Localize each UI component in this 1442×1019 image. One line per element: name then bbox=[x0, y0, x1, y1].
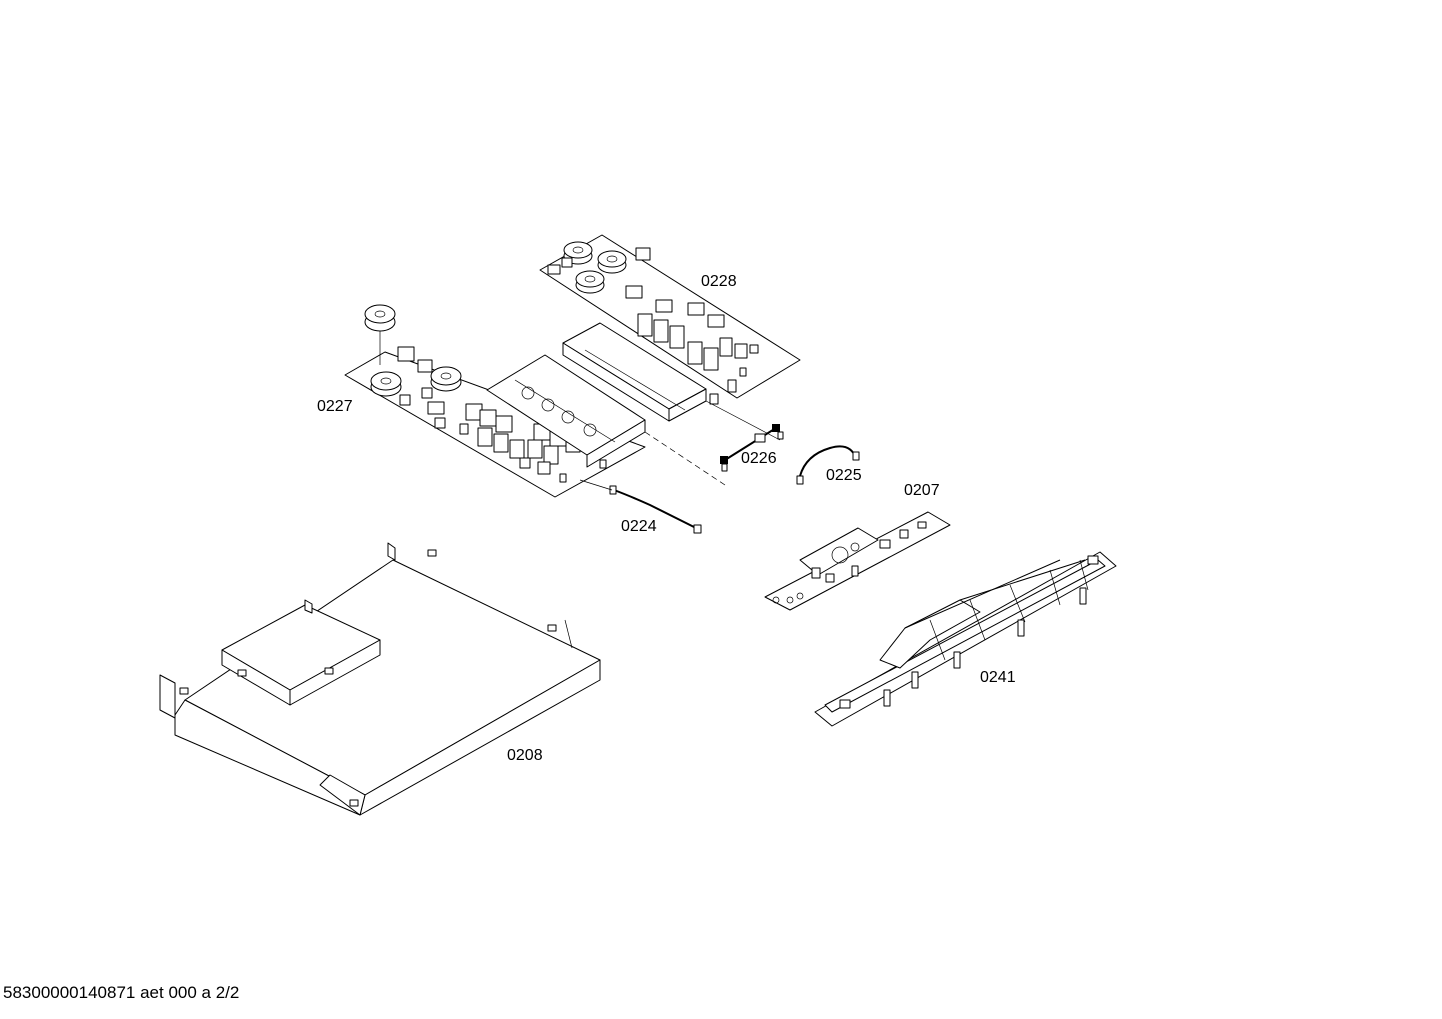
power-board-0228[interactable] bbox=[539, 234, 801, 422]
part-label-0228: 0228 bbox=[701, 273, 737, 290]
cable-0224[interactable] bbox=[579, 479, 702, 534]
power-board-0227[interactable] bbox=[344, 304, 646, 498]
part-label-0224: 0224 bbox=[621, 518, 657, 535]
tray-0208[interactable] bbox=[159, 542, 601, 816]
part-label-0225: 0225 bbox=[826, 467, 862, 484]
control-board-0207[interactable] bbox=[764, 511, 951, 611]
toroid-coil bbox=[563, 241, 627, 294]
toroid-coil bbox=[364, 304, 462, 397]
part-label-0227: 0227 bbox=[317, 398, 353, 415]
frame-0241[interactable] bbox=[814, 551, 1117, 727]
leader-line bbox=[705, 400, 781, 441]
part-label-0226: 0226 bbox=[741, 450, 777, 467]
drawing-reference-footer: 58300000140871 aet 000 a 2/2 bbox=[3, 983, 240, 1002]
part-label-0241: 0241 bbox=[980, 669, 1016, 686]
cable-0225[interactable] bbox=[796, 445, 860, 485]
alignment-line bbox=[644, 431, 726, 486]
connector-0226[interactable] bbox=[720, 424, 784, 472]
heat-sink bbox=[562, 322, 707, 422]
part-label-0208: 0208 bbox=[507, 747, 543, 764]
part-label-0207: 0207 bbox=[904, 482, 940, 499]
heat-sink bbox=[486, 354, 646, 468]
